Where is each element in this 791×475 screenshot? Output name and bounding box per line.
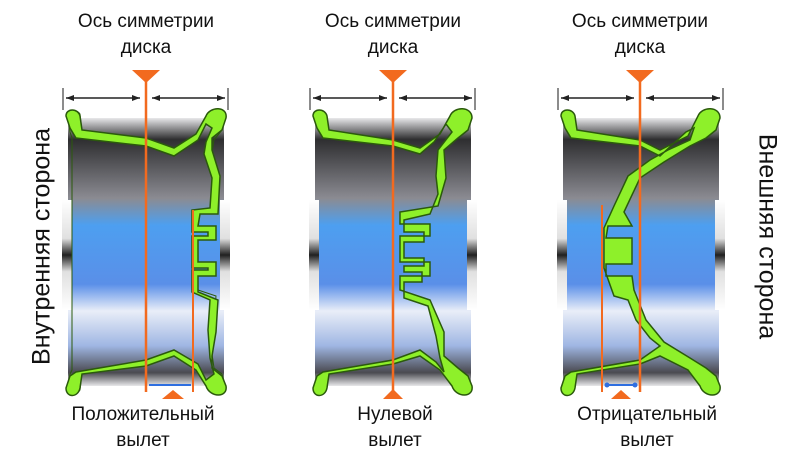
offset-marker-bottom xyxy=(383,389,403,399)
offset-type-label-line2: вылет xyxy=(368,430,422,451)
offset-type-label-line1: Отрицательный xyxy=(577,404,717,425)
offset-marker-bottom xyxy=(162,390,184,399)
wheel-profile xyxy=(560,108,721,397)
offset-type-label-line2: вылет xyxy=(620,430,674,451)
rim-edge-left xyxy=(62,200,72,310)
axis-marker-top xyxy=(379,70,407,83)
axis-label-line2: диска xyxy=(367,37,419,58)
offset-marker-bottom xyxy=(611,390,631,399)
offset-type-label-line2: вылет xyxy=(116,430,170,451)
panel-zero-offset xyxy=(309,70,477,399)
offset-type-label-line1: Положительный xyxy=(71,404,215,425)
panel-positive-offset xyxy=(62,70,230,399)
outer-side-label: Внешняя сторона xyxy=(753,133,782,340)
panel-negative-offset xyxy=(557,70,725,399)
wheel-profile xyxy=(312,108,473,397)
axis-marker-top xyxy=(626,70,654,83)
axis-label-line2: диска xyxy=(120,37,172,58)
axis-label-line2: диска xyxy=(614,37,666,58)
axis-marker-top xyxy=(132,70,160,83)
inner-side-label: Внутренняя сторона xyxy=(27,128,56,365)
offset-type-label-line1: Нулевой xyxy=(357,404,433,425)
axis-label-line1: Ось симметрии xyxy=(77,11,215,32)
rim-edge-right xyxy=(220,200,230,310)
axis-label-line1: Ось симметрии xyxy=(324,11,462,32)
axis-label-line1: Ось симметрии xyxy=(571,11,709,32)
